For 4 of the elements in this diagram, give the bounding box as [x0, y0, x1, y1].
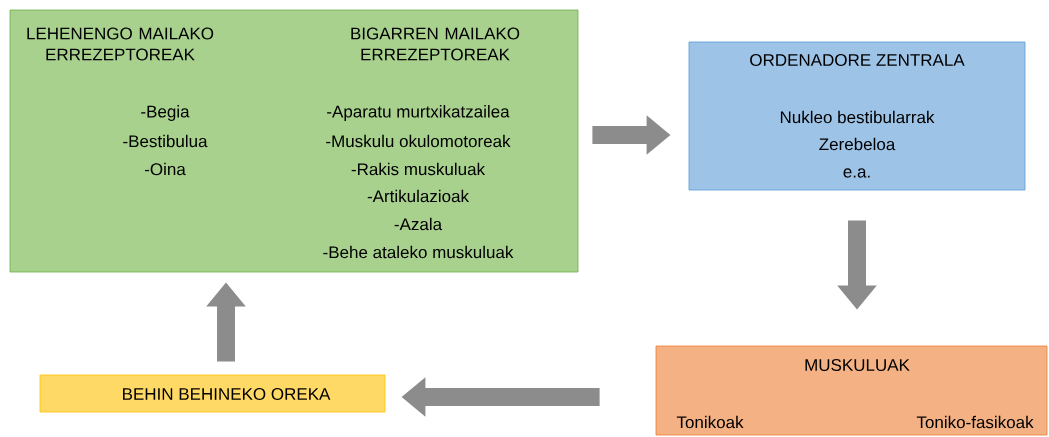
- process-box: MUSKULUAK Tonikoak Toniko-fasikoak: [655, 345, 1048, 436]
- process-box: BEHIN BEHINEKO OREKA: [39, 374, 386, 413]
- process-box: ORDENADORE ZENTRALA Nukleo bestibularrak Zerebeloa e.a.: [688, 41, 1026, 191]
- process-box: LEHENENGO MAILAKO ERREZEPTOREAK BIGARREN MAILAKO ERREZEPTOREAK -Begia -Bestibulua -Oina -Aparatu murtxikatzailea -Muskulu okulomotoreak -Rakis muskuluak -Artikulazioak -Azala -Behe ataleko muskuluak: [9, 9, 579, 273]
